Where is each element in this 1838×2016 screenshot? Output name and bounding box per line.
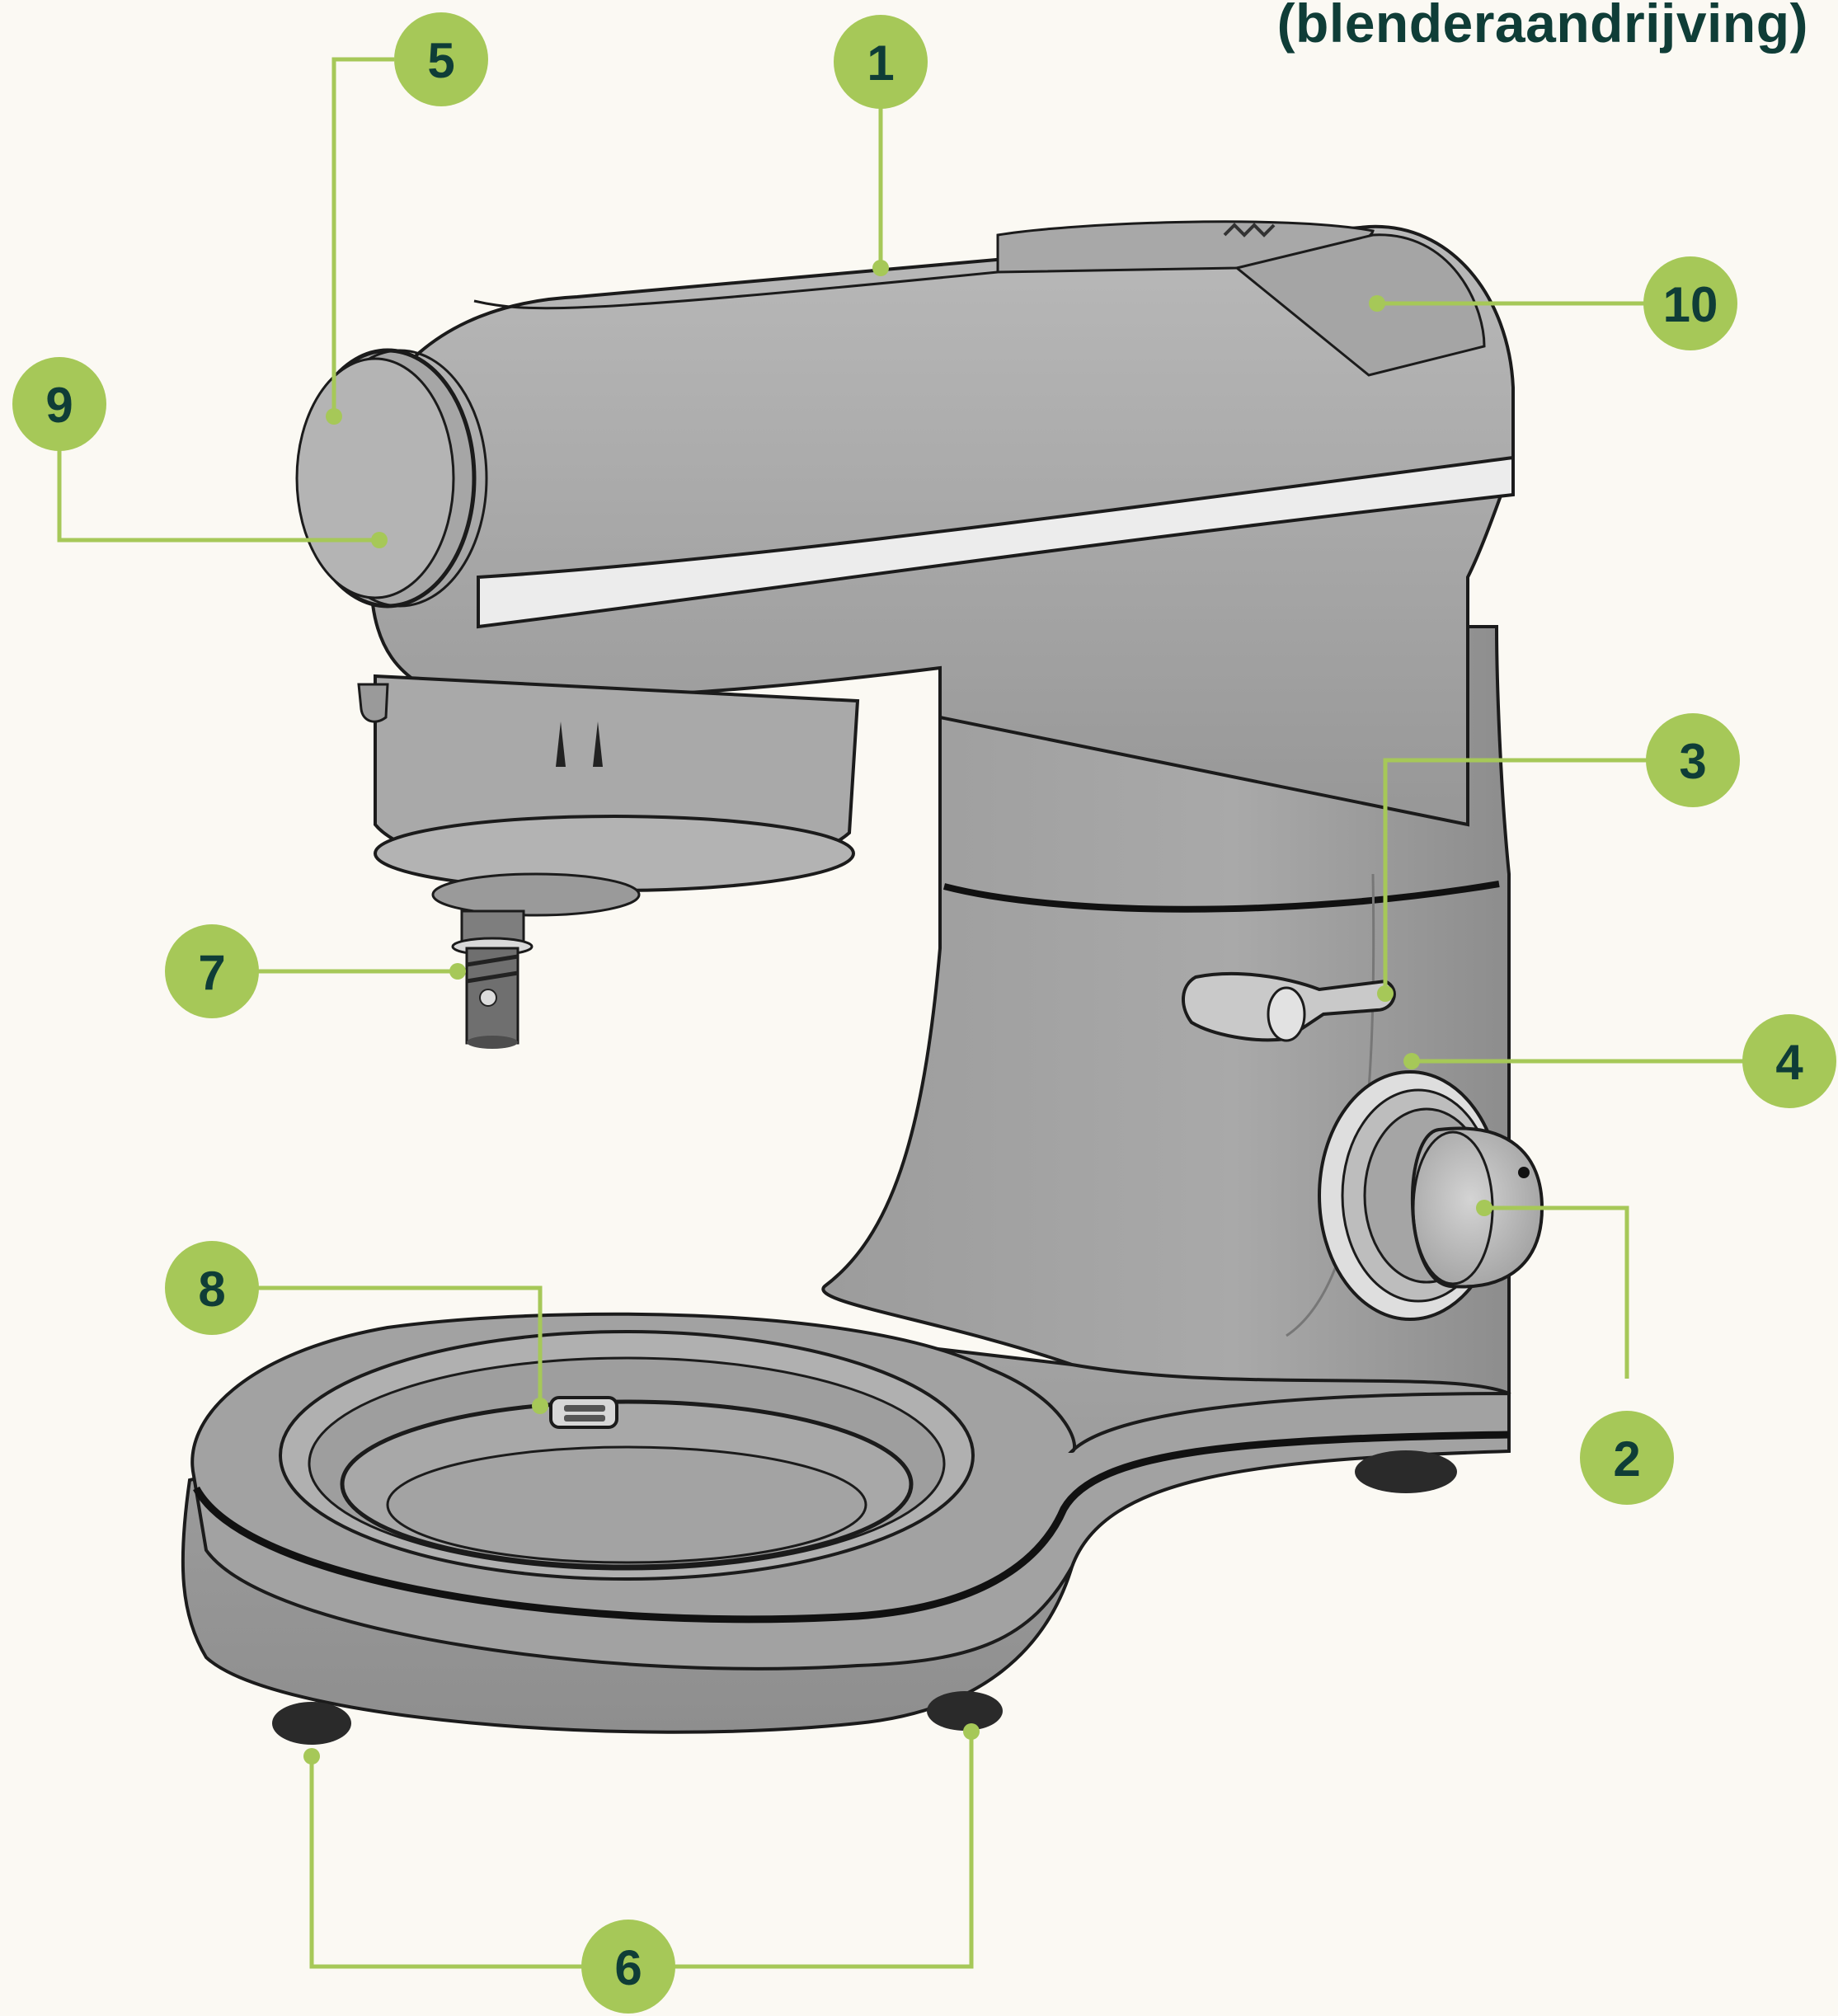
- leader-line-3: [1383, 758, 1690, 994]
- svg-text:3: 3: [1679, 734, 1706, 789]
- head-release-lever: [1181, 972, 1396, 1042]
- drive-shaft: [451, 909, 534, 1049]
- leader-line-6-left: [309, 1756, 588, 1969]
- callout-badge-7: 7: [165, 924, 259, 1018]
- callout-badge-8: 8: [165, 1241, 259, 1335]
- leader-line-8: [258, 1285, 543, 1406]
- callout-badge-10: 10: [1643, 256, 1737, 350]
- callout-badge-6: 6: [581, 1920, 675, 2014]
- callout-badge-3: 3: [1646, 713, 1740, 807]
- base-plate: [181, 1312, 1511, 1734]
- diagram-heading: (blenderaandrijving): [1276, 0, 1808, 54]
- callout-badge-1: 1: [834, 15, 928, 109]
- svg-text:9: 9: [45, 378, 73, 433]
- callout-badge-2: 2: [1580, 1411, 1674, 1505]
- leader-line-2: [1484, 1205, 1629, 1379]
- callout-anchor-dots: [303, 260, 1492, 1765]
- callout-badge-5: 5: [394, 12, 488, 106]
- callout-badge-9: 9: [12, 357, 106, 451]
- mixer-head: [295, 220, 1515, 917]
- leader-line-6-right: [669, 1732, 974, 1969]
- svg-text:10: 10: [1663, 277, 1718, 332]
- rubber-feet: [272, 1450, 1457, 1745]
- callout-badge-4: 4: [1742, 1014, 1836, 1108]
- svg-text:8: 8: [198, 1262, 225, 1317]
- svg-text:5: 5: [427, 33, 454, 88]
- svg-text:7: 7: [198, 945, 225, 1000]
- svg-text:6: 6: [614, 1940, 642, 1995]
- svg-text:4: 4: [1775, 1035, 1803, 1090]
- leader-line-5: [331, 57, 394, 416]
- svg-text:2: 2: [1613, 1431, 1640, 1487]
- svg-text:1: 1: [867, 35, 894, 91]
